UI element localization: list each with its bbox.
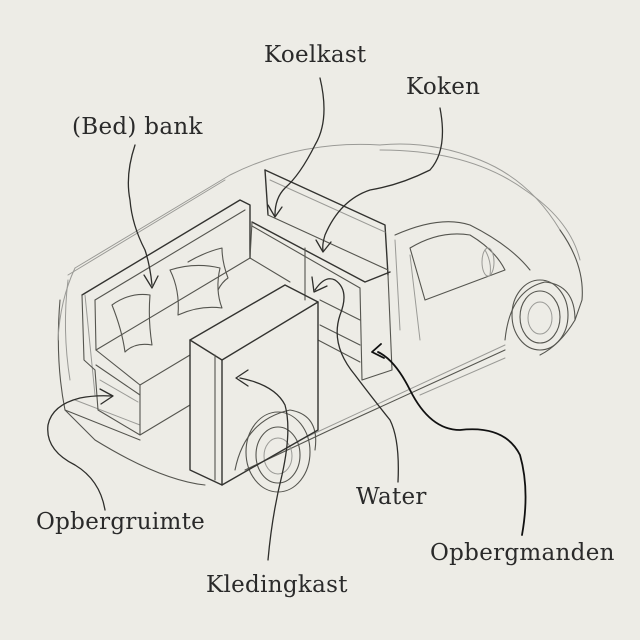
label-opbergmanden: Opbergmanden xyxy=(430,540,615,566)
sofa-bench xyxy=(81,199,291,436)
label-kledingkast: Kledingkast xyxy=(206,572,348,598)
arrow-water xyxy=(311,276,399,483)
arrow-opbergruimte xyxy=(47,388,114,511)
wardrobe xyxy=(189,284,319,486)
label-water: Water xyxy=(356,484,427,510)
arrow-opbergmanden xyxy=(371,343,527,536)
front-wheel xyxy=(504,279,576,351)
label-bedbank: (Bed) bank xyxy=(72,114,203,140)
label-koelkast: Koelkast xyxy=(264,42,367,68)
arrow-koken xyxy=(315,107,444,253)
label-opbergruimte: Opbergruimte xyxy=(36,509,206,535)
kitchen-unit xyxy=(249,169,393,381)
label-koken: Koken xyxy=(406,74,481,100)
arrow-bedbank xyxy=(127,144,159,289)
cushions xyxy=(111,247,229,353)
van-body xyxy=(57,143,583,486)
arrow-koelkast xyxy=(267,77,325,218)
arrow-kledingkast xyxy=(235,369,289,561)
rear-wheel xyxy=(234,409,317,493)
